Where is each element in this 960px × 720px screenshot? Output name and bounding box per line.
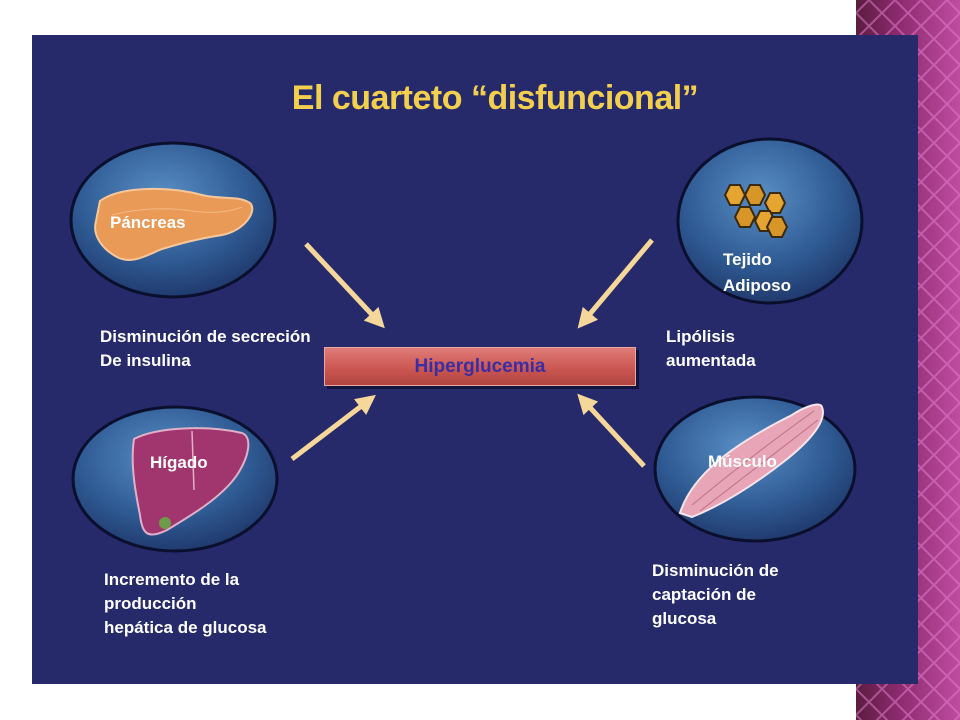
hiperglucemia-label: Hiperglucemia: [414, 356, 546, 377]
adipose-label-line-1: Tejido: [723, 250, 772, 269]
liver-caption-line-2: producción: [104, 594, 197, 613]
liver-illustration: [131, 427, 250, 536]
liver-label: Hígado: [150, 453, 208, 472]
slide: El cuarteto “disfuncional” Páncreas Teji…: [32, 35, 918, 684]
pancreas-illustration: [94, 187, 254, 261]
pancreas-caption-line-1: Disminución de secreción: [100, 327, 311, 346]
arrow-muscle-to-center: [577, 393, 646, 468]
pancreas-label: Páncreas: [110, 213, 186, 232]
liver-caption-line-1: Incremento de la: [104, 570, 240, 589]
adipose-label-line-2: Adiposo: [723, 276, 791, 295]
muscle-caption-line-3: glucosa: [652, 609, 717, 628]
muscle-caption-line-1: Disminución de: [652, 561, 779, 580]
liver-caption: Incremento de la producción hepática de …: [104, 568, 267, 640]
adipose-cells-illustration: [723, 184, 789, 238]
hiperglucemia-box: Hiperglucemia: [324, 347, 636, 386]
liver-caption-line-3: hepática de glucosa: [104, 618, 267, 637]
pancreas-caption: Disminución de secreción De insulina: [100, 325, 311, 373]
muscle-caption-line-2: captación de: [652, 585, 756, 604]
adipose-caption-line-1: Lipólisis: [666, 327, 735, 346]
adipose-caption: Lipólisis aumentada: [666, 325, 756, 373]
adipose-caption-line-2: aumentada: [666, 351, 756, 370]
muscle-label: Músculo: [708, 452, 777, 471]
muscle-caption: Disminución de captación de glucosa: [652, 559, 779, 631]
arrow-adipose-to-center: [577, 238, 654, 329]
muscle-illustration: [678, 403, 824, 519]
pancreas-caption-line-2: De insulina: [100, 351, 191, 370]
slide-title: El cuarteto “disfuncional”: [291, 79, 699, 117]
arrow-pancreas-to-center: [304, 242, 385, 329]
adipose-label: Tejido Adiposo: [723, 247, 791, 299]
arrow-liver-to-center: [290, 394, 376, 461]
diagram-graphics: [69, 137, 864, 553]
